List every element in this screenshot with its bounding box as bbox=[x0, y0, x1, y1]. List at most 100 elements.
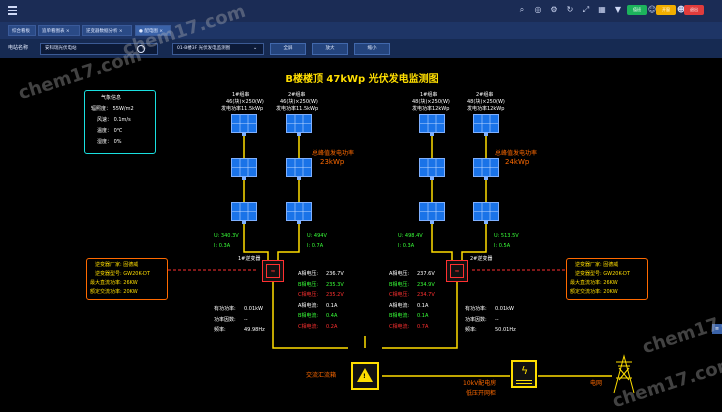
dashboard-icon[interactable]: ▦ bbox=[598, 5, 606, 14]
panel-stand bbox=[297, 133, 301, 136]
station-label: 电站名称 bbox=[8, 45, 29, 51]
meter-right-label: 频率: bbox=[465, 327, 477, 333]
ac-right-label: B相电压: bbox=[389, 281, 410, 288]
ac-left-value: 236.7V bbox=[326, 271, 344, 277]
ac-right-value: 234.9V bbox=[417, 281, 435, 288]
zoom-in-button[interactable]: 放大 bbox=[312, 43, 348, 55]
inverter-2-ac-power: 额定交流功率: 20KW bbox=[570, 289, 618, 295]
combiner-box-icon[interactable]: ! bbox=[351, 362, 379, 390]
solar-panel-icon bbox=[286, 158, 312, 177]
meter-right-value: -- bbox=[495, 316, 499, 323]
fullscreen-button[interactable]: 全屏 bbox=[270, 43, 306, 55]
peak-left-label: 总峰值发电功率 bbox=[312, 150, 355, 157]
meter-right-value: 0.01kW bbox=[495, 306, 514, 312]
solar-panel-icon bbox=[473, 114, 499, 133]
search-icon[interactable] bbox=[137, 45, 145, 53]
fullscreen-icon[interactable]: ⤢ bbox=[582, 5, 590, 14]
string-2-spec: 46(块)×250(W) bbox=[280, 99, 318, 105]
meter-left-label: 功率因数: bbox=[214, 316, 236, 323]
string-1-spec: 46(块)×250(W) bbox=[226, 99, 264, 105]
solar-panel-icon bbox=[419, 114, 445, 133]
weather-humidity: 湿度： 0% bbox=[97, 139, 122, 145]
ac-right-label: B相电流: bbox=[389, 313, 410, 319]
peak-left-value: 23kWp bbox=[320, 158, 345, 166]
window-button[interactable]: 开窗 bbox=[656, 5, 676, 15]
inverter-icon[interactable]: ≈ bbox=[446, 260, 468, 282]
side-toggle-button[interactable]: ≡ bbox=[712, 324, 722, 334]
meter-left-value: 0.01kW bbox=[244, 306, 263, 312]
distribution-label-2: 低压开网柜 bbox=[466, 390, 497, 397]
inverter-1-ac-power: 额定交流功率: 20KW bbox=[90, 289, 138, 295]
solar-panel-icon bbox=[286, 114, 312, 133]
transmission-tower-icon bbox=[613, 354, 635, 394]
globe-icon[interactable]: ◎ bbox=[534, 5, 542, 14]
dc-4-current: I: 0.5A bbox=[494, 243, 511, 249]
panel-stand bbox=[297, 177, 301, 180]
string-2-name: 2#组串 bbox=[288, 92, 306, 98]
dc-4-voltage: U: 513.5V bbox=[494, 233, 519, 239]
logout-button[interactable]: 退出 bbox=[684, 5, 704, 15]
inverter-2-model: 逆变器型号: GW20K-DT bbox=[575, 271, 630, 277]
chevron-down-icon: ⌄ bbox=[253, 45, 258, 51]
inverter-2-maker: 逆变器厂家: 固德威 bbox=[575, 262, 619, 268]
ac-right-value: 0.7A bbox=[417, 323, 429, 330]
inverter-1-label: 1#逆变器 bbox=[238, 256, 261, 262]
search-icon[interactable]: ⌕ bbox=[519, 5, 525, 14]
peak-right-value: 24kWp bbox=[505, 158, 530, 166]
ac-right-value: 237.6V bbox=[417, 271, 435, 277]
string-3-name: 1#组串 bbox=[420, 92, 438, 98]
weather-wind: 风速： 0.1m/s bbox=[97, 117, 131, 123]
ac-left-label: C相电压: bbox=[298, 292, 319, 298]
dc-1-voltage: U: 340.3V bbox=[214, 233, 239, 239]
account-icon[interactable]: ☻ bbox=[676, 5, 686, 14]
solar-panel-icon bbox=[473, 202, 499, 221]
ac-left-value: 235.2V bbox=[326, 292, 344, 298]
inverter-2-dc-power: 最大直流功率: 26KW bbox=[570, 280, 618, 286]
meter-left-value: -- bbox=[244, 316, 248, 323]
station-input[interactable]: 安科瑞光伏电站 bbox=[40, 43, 158, 55]
grid-label: 电网 bbox=[590, 380, 603, 387]
user-icon[interactable]: ☺ bbox=[647, 5, 657, 14]
panel-stand bbox=[242, 221, 246, 224]
duty-button[interactable]: 值班 bbox=[627, 5, 647, 15]
panel-stand bbox=[430, 133, 434, 136]
string-1-power: 发电功率11.5kWp bbox=[221, 106, 264, 112]
ac-left-value: 0.1A bbox=[326, 302, 338, 309]
string-2-power: 发电功率11.5kWp bbox=[276, 106, 319, 112]
inverter-2-label: 2#逆变器 bbox=[470, 256, 493, 262]
ac-right-value: 0.1A bbox=[417, 302, 429, 309]
peak-right-label: 总峰值发电功率 bbox=[495, 150, 538, 157]
meter-right-label: 有功功率: bbox=[465, 306, 487, 312]
solar-panel-icon bbox=[419, 202, 445, 221]
zoom-out-button[interactable]: 缩小 bbox=[354, 43, 390, 55]
meter-right-label: 功率因数: bbox=[465, 316, 487, 323]
ac-right-label: C相电流: bbox=[389, 323, 410, 330]
settings-icon[interactable]: ⚙ bbox=[550, 5, 558, 14]
tab-distribution[interactable]: ● 配电图 × bbox=[135, 25, 171, 36]
tab-tracking[interactable]: 追单看图表 × bbox=[38, 25, 80, 36]
inverter-2-info: 逆变器厂家: 固德威 逆变器型号: GW20K-DT 最大直流功率: 26KW … bbox=[566, 258, 648, 300]
tab-inverter-analysis[interactable]: 逆变器数据分析 × bbox=[82, 25, 132, 36]
dc-2-voltage: U: 494V bbox=[307, 233, 327, 239]
string-1-name: 1#组串 bbox=[232, 92, 250, 98]
inverter-1-dc-power: 最大直流功率: 26KW bbox=[90, 280, 138, 286]
meter-left-value: 49.98Hz bbox=[244, 327, 265, 333]
panel-stand bbox=[242, 177, 246, 180]
string-3-power: 发电功率12kWp bbox=[412, 106, 450, 112]
inverter-1-maker: 逆变器厂家: 固德威 bbox=[95, 262, 139, 268]
weather-panel: 气象信息 辐照度： 55W/m2 风速： 0.1m/s 温度： 0℃ 湿度： 0… bbox=[84, 90, 156, 154]
dc-3-current: I: 0.3A bbox=[398, 243, 415, 249]
inverter-icon[interactable]: ≈ bbox=[262, 260, 284, 282]
distribution-cabinet-icon[interactable]: ϟ bbox=[511, 360, 537, 388]
meter-right-value: 50.01Hz bbox=[495, 327, 516, 333]
tab-dashboard[interactable]: 综合看板 bbox=[8, 25, 36, 36]
ac-right-label: A相电流: bbox=[389, 302, 410, 309]
meter-left-label: 有功功率: bbox=[214, 306, 236, 312]
panel-stand bbox=[430, 221, 434, 224]
menu-icon[interactable] bbox=[8, 6, 17, 15]
refresh-icon[interactable]: ↻ bbox=[566, 5, 574, 14]
weather-temperature: 温度： 0℃ bbox=[97, 128, 123, 134]
view-select[interactable]: 01-B楼3F 光伏发电监测图 bbox=[172, 43, 264, 55]
shirt-icon[interactable]: ▼ bbox=[614, 5, 622, 14]
